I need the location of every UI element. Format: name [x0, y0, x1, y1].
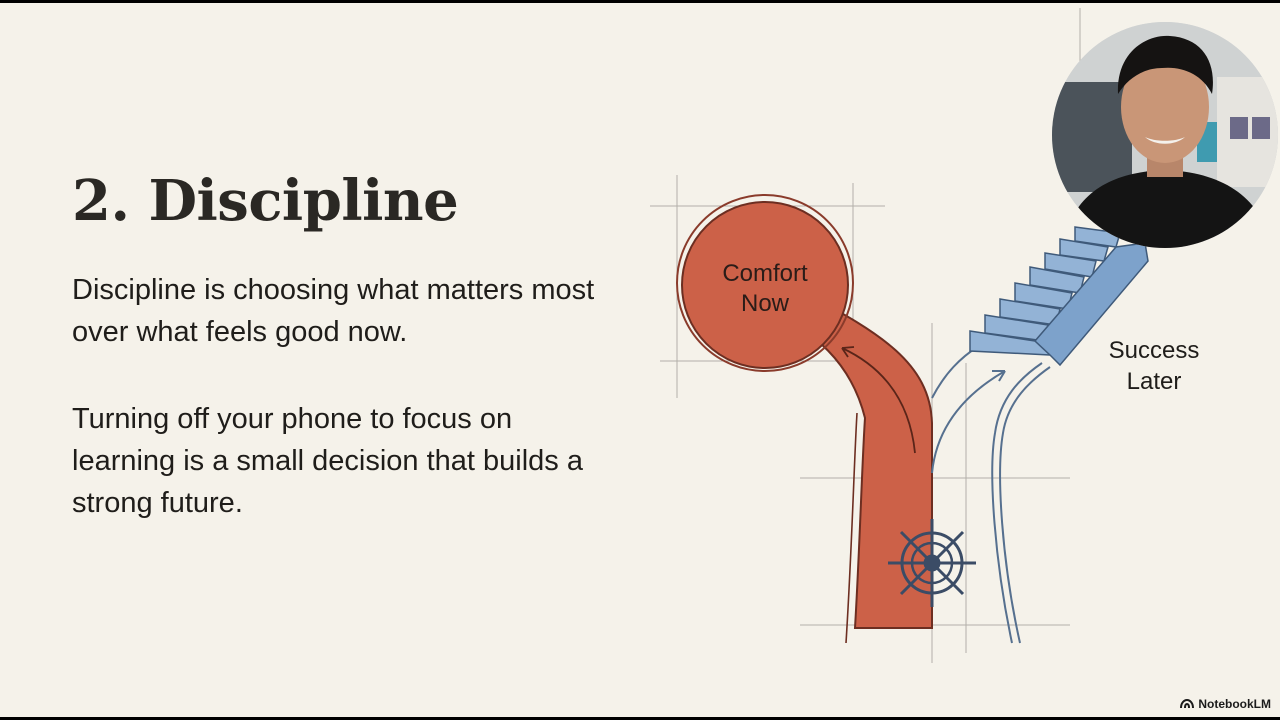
success-path: [931, 344, 1051, 644]
crossroads-illustration: Comfort Now: [650, 8, 1200, 663]
notebooklm-logo-icon: [1180, 699, 1195, 709]
comfort-label-line-2: Now: [741, 290, 790, 317]
slide-paragraph-1: Discipline is choosing what matters most…: [72, 274, 595, 348]
webcam-overlay: [1052, 22, 1278, 248]
staircase-icon: [969, 226, 1149, 367]
success-label-line-2: Later: [1127, 368, 1182, 395]
brand-name: NotebookLM: [1198, 697, 1271, 711]
slide-title: 2. Discipline: [72, 168, 459, 234]
comfort-now-badge: Comfort Now: [676, 194, 854, 372]
arrow-icon: [841, 347, 916, 454]
slide: 2. Discipline Discipline is choosing wha…: [0, 3, 1280, 717]
webcam-person: [1052, 22, 1278, 248]
comfort-label-line-1: Comfort: [722, 260, 808, 287]
slide-paragraph-2: Turning off your phone to focus on learn…: [72, 403, 583, 519]
success-label-line-1: Success: [1109, 337, 1200, 364]
ship-wheel-icon: [888, 519, 976, 607]
notebooklm-branding: NotebookLM: [1180, 697, 1271, 711]
